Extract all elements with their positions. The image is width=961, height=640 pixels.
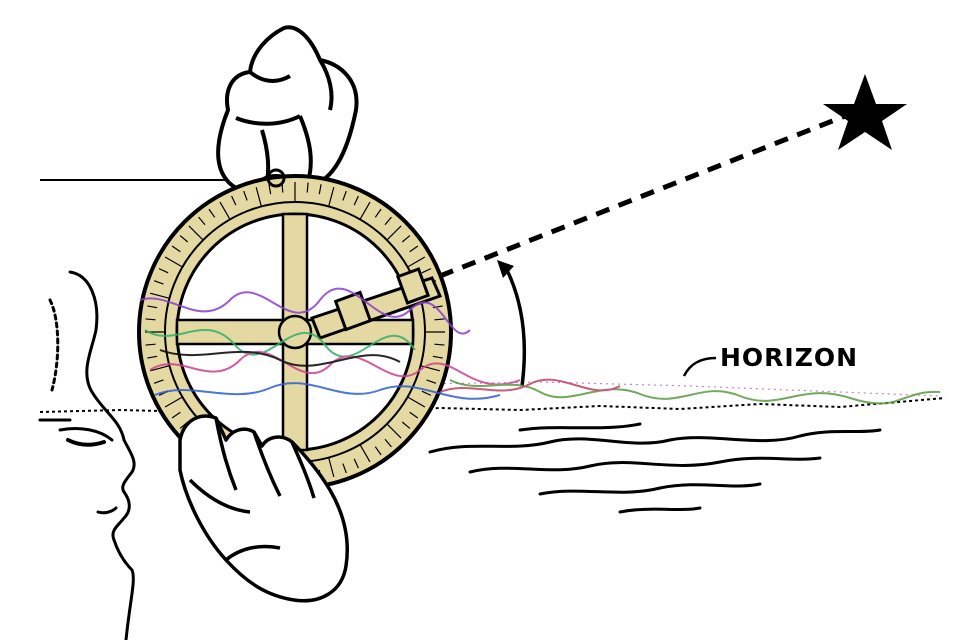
scale-tick — [434, 343, 445, 346]
star-icon — [823, 74, 907, 150]
scale-tick — [434, 318, 445, 321]
scale-tick — [407, 256, 426, 268]
scale-tick — [145, 318, 156, 321]
scale-tick — [384, 216, 392, 226]
scale-tick — [426, 379, 437, 384]
scale-tick — [342, 190, 347, 201]
scale-tick — [353, 195, 359, 206]
image-noise-band — [139, 287, 941, 405]
upper-hand — [216, 25, 359, 190]
scale-tick — [353, 458, 359, 469]
scale-tick — [359, 444, 371, 463]
scale-tick — [147, 305, 158, 309]
scale-tick — [421, 390, 432, 396]
horizon-callout: HORIZON — [682, 343, 858, 377]
scale-tick — [153, 280, 164, 285]
scale-tick — [255, 186, 262, 207]
scale-tick — [164, 396, 183, 408]
scale-tick — [198, 216, 206, 226]
scale-tick — [432, 355, 443, 359]
sight-line — [439, 113, 846, 279]
scale-tick — [306, 182, 309, 193]
scale-tick — [401, 235, 411, 243]
scale-tick — [359, 201, 371, 220]
altitude-arc-arrow — [497, 260, 527, 387]
scale-tick — [231, 195, 237, 206]
scale-tick — [374, 446, 382, 456]
scale-tick — [374, 208, 382, 218]
scale-tick — [171, 245, 181, 253]
scale-tick — [149, 292, 170, 299]
scale-tick — [171, 411, 181, 419]
scale-tick — [328, 457, 335, 478]
scale-tick — [164, 256, 183, 268]
scale-tick — [384, 438, 392, 448]
scale-tick — [328, 186, 335, 207]
scale-tick — [342, 463, 347, 474]
scale-tick — [386, 225, 402, 241]
scale-tick — [409, 411, 419, 419]
scale-tick — [409, 245, 419, 253]
lower-hand — [178, 414, 349, 603]
sea-waves — [428, 422, 882, 514]
scale-tick — [243, 190, 248, 201]
horizon-label: HORIZON — [720, 343, 858, 372]
scale-tick — [219, 201, 231, 220]
scale-tick — [153, 379, 164, 384]
scale-tick — [179, 235, 189, 243]
scale-tick — [145, 343, 156, 346]
scale-tick — [268, 184, 272, 195]
scale-tick — [407, 396, 426, 408]
scale-tick — [208, 208, 216, 218]
observer-face — [38, 270, 136, 640]
scale-tick — [421, 268, 432, 274]
scale-tick — [386, 423, 402, 439]
scale-tick — [188, 225, 204, 241]
scale-tick — [147, 355, 158, 359]
scale-tick — [158, 268, 169, 274]
scale-tick — [401, 421, 411, 429]
scale-tick — [149, 365, 170, 372]
scale-tick — [318, 184, 322, 195]
